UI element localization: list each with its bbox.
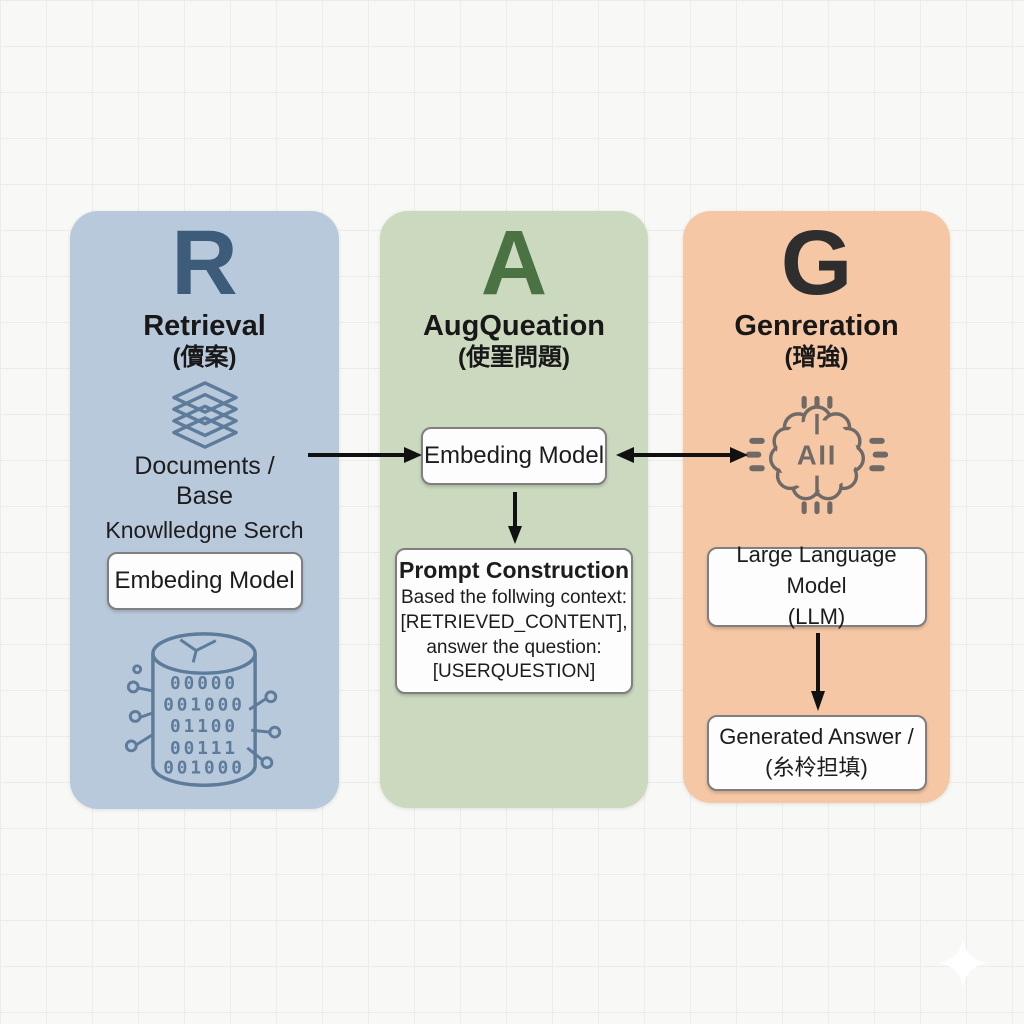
retrieval-title: Retrieval xyxy=(143,310,266,342)
knowledge-search-label: Knowlledgne Serch xyxy=(105,516,304,543)
arrow-embedding-llm-bidirectional xyxy=(616,447,748,463)
letter-r: R xyxy=(171,212,238,314)
binary-database-icon: 00000 001000 01100 00111 001000 xyxy=(124,631,282,787)
column-retrieval: R Retrieval (儥案) Documents / Base Knowll… xyxy=(70,211,339,809)
sparkle-watermark-icon xyxy=(938,938,988,988)
svg-text:01100: 01100 xyxy=(170,717,238,737)
ai-label: AII xyxy=(796,439,836,470)
svg-text:001000: 001000 xyxy=(163,758,245,778)
generated-answer-box: Generated Answer / (糸柃担填) xyxy=(706,714,927,791)
stacked-layers-icon xyxy=(171,380,238,449)
letter-a: A xyxy=(480,212,548,314)
svg-text:00000: 00000 xyxy=(170,673,238,693)
ai-brain-chip-icon: AII xyxy=(745,395,888,514)
retrieval-subtitle: (儥案) xyxy=(172,343,237,371)
svg-text:00111: 00111 xyxy=(170,738,238,758)
generation-subtitle: (璔強) xyxy=(784,343,849,371)
generation-title: Genreration xyxy=(734,310,899,342)
arrow-embedding-to-prompt xyxy=(508,492,522,544)
documents-label: Documents / Base xyxy=(134,451,275,510)
letter-g: G xyxy=(780,212,853,314)
svg-text:001000: 001000 xyxy=(163,695,245,715)
embedding-model-box-augmentation: Embeding Model xyxy=(421,426,607,485)
arrow-llm-to-answer xyxy=(811,633,825,711)
arrow-retrieval-to-embedding xyxy=(308,447,422,463)
llm-box: Large Language Model (LLM) xyxy=(706,542,927,629)
prompt-construction-title: Prompt Construction xyxy=(399,557,629,584)
augmentation-title: AugQueation xyxy=(422,310,606,342)
column-generation: G Genreration (璔強) xyxy=(683,211,950,803)
embedding-model-box-retrieval: Embeding Model xyxy=(106,551,303,610)
prompt-construction-box: Prompt Construction Based the follwing c… xyxy=(395,547,633,694)
augmentation-subtitle: (使罣問題) xyxy=(458,343,570,371)
